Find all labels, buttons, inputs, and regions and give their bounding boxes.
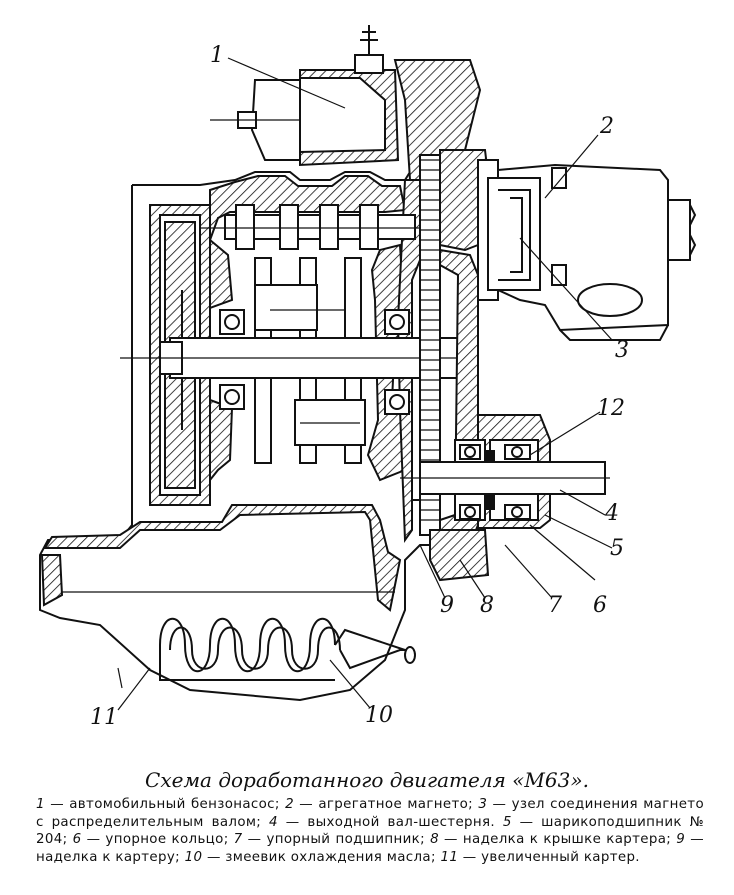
caption-title: Схема доработанного двигателя «М63». [145,768,589,792]
right-bearing [384,309,410,415]
label-5: 5 [610,536,624,561]
label-1: 1 [210,43,224,68]
oil-cooler-coil [159,617,416,681]
legend-item: 9 — наделка к картеру; [36,832,704,865]
legend-item: 1 — автомобильный бензонасос; [36,797,285,812]
legend-text: — наделка к крышке картера; [438,832,677,847]
label-2: 2 [599,114,614,139]
legend-text: — упорный подшипник; [242,832,431,847]
label-3: 3 [615,338,629,363]
legend-number: 10 [184,849,203,865]
legend-number: 8 [430,832,439,847]
legend-text: — узел соединения магнето с распределите… [36,797,704,830]
legend-number: 6 [72,832,82,847]
legend-number: 11 [440,849,459,865]
legend-item: 7 — упорный подшипник; [234,832,430,847]
caption-legend: 1 — автомобильный бензонасос; 2 — агрега… [36,796,704,866]
label-9: 9 [440,593,454,618]
legend-number: 3 [478,797,488,812]
legend-text: — агрегатное магнето; [293,797,479,812]
label-12: 12 [597,396,625,421]
label-10: 10 [365,703,393,728]
label-7: 7 [548,593,562,618]
camshaft [200,204,570,250]
legend-item: 6 — упорное кольцо; [73,832,234,847]
legend-text: — упорное кольцо; [81,832,234,847]
legend-text: — змеевик охлаждения масла; [202,849,441,865]
label-4: 4 [604,501,619,526]
legend-text: — шарикоподшипник № 204; [36,814,704,848]
legend-item: 4 — выходной вал-шестерня. [269,815,503,830]
output-shaft-assembly [400,414,610,529]
legend-text: — увеличенный картер. [458,849,640,865]
legend-number: 4 [269,814,278,830]
legend-number: 9 [676,832,686,847]
legend-item: 2 — агрегатное магнето; [285,797,478,812]
legend-number: 5 [502,814,512,830]
legend-item: 11 — увеличенный картер. [440,850,639,865]
magneto [477,159,697,341]
legend-item: 8 — наделка к крышке картера; [430,832,676,847]
legend-number: 1 [36,797,45,812]
crankshaft [120,257,470,464]
legend-number: 2 [285,797,294,812]
legend-text: — выходной вал-шестерня. [277,814,503,830]
label-8: 8 [480,593,494,618]
engine-schematic: 1 2 3 12 4 5 6 7 8 9 10 11 [39,25,697,730]
legend-item: 5 — шарикоподшипник № 204; [36,815,704,848]
legend-item: 10 — змеевик охлаждения масла; [185,850,441,865]
label-11: 11 [90,705,118,730]
left-bearing [219,309,245,410]
leader-lines [117,57,613,711]
label-6: 6 [593,593,607,618]
legend-number: 7 [233,832,243,847]
legend-text: — наделка к картеру; [36,832,704,865]
legend-item: 3 — узел соединения магнето с распредели… [36,797,704,830]
legend-text: — автомобильный бензонасос; [44,797,286,812]
